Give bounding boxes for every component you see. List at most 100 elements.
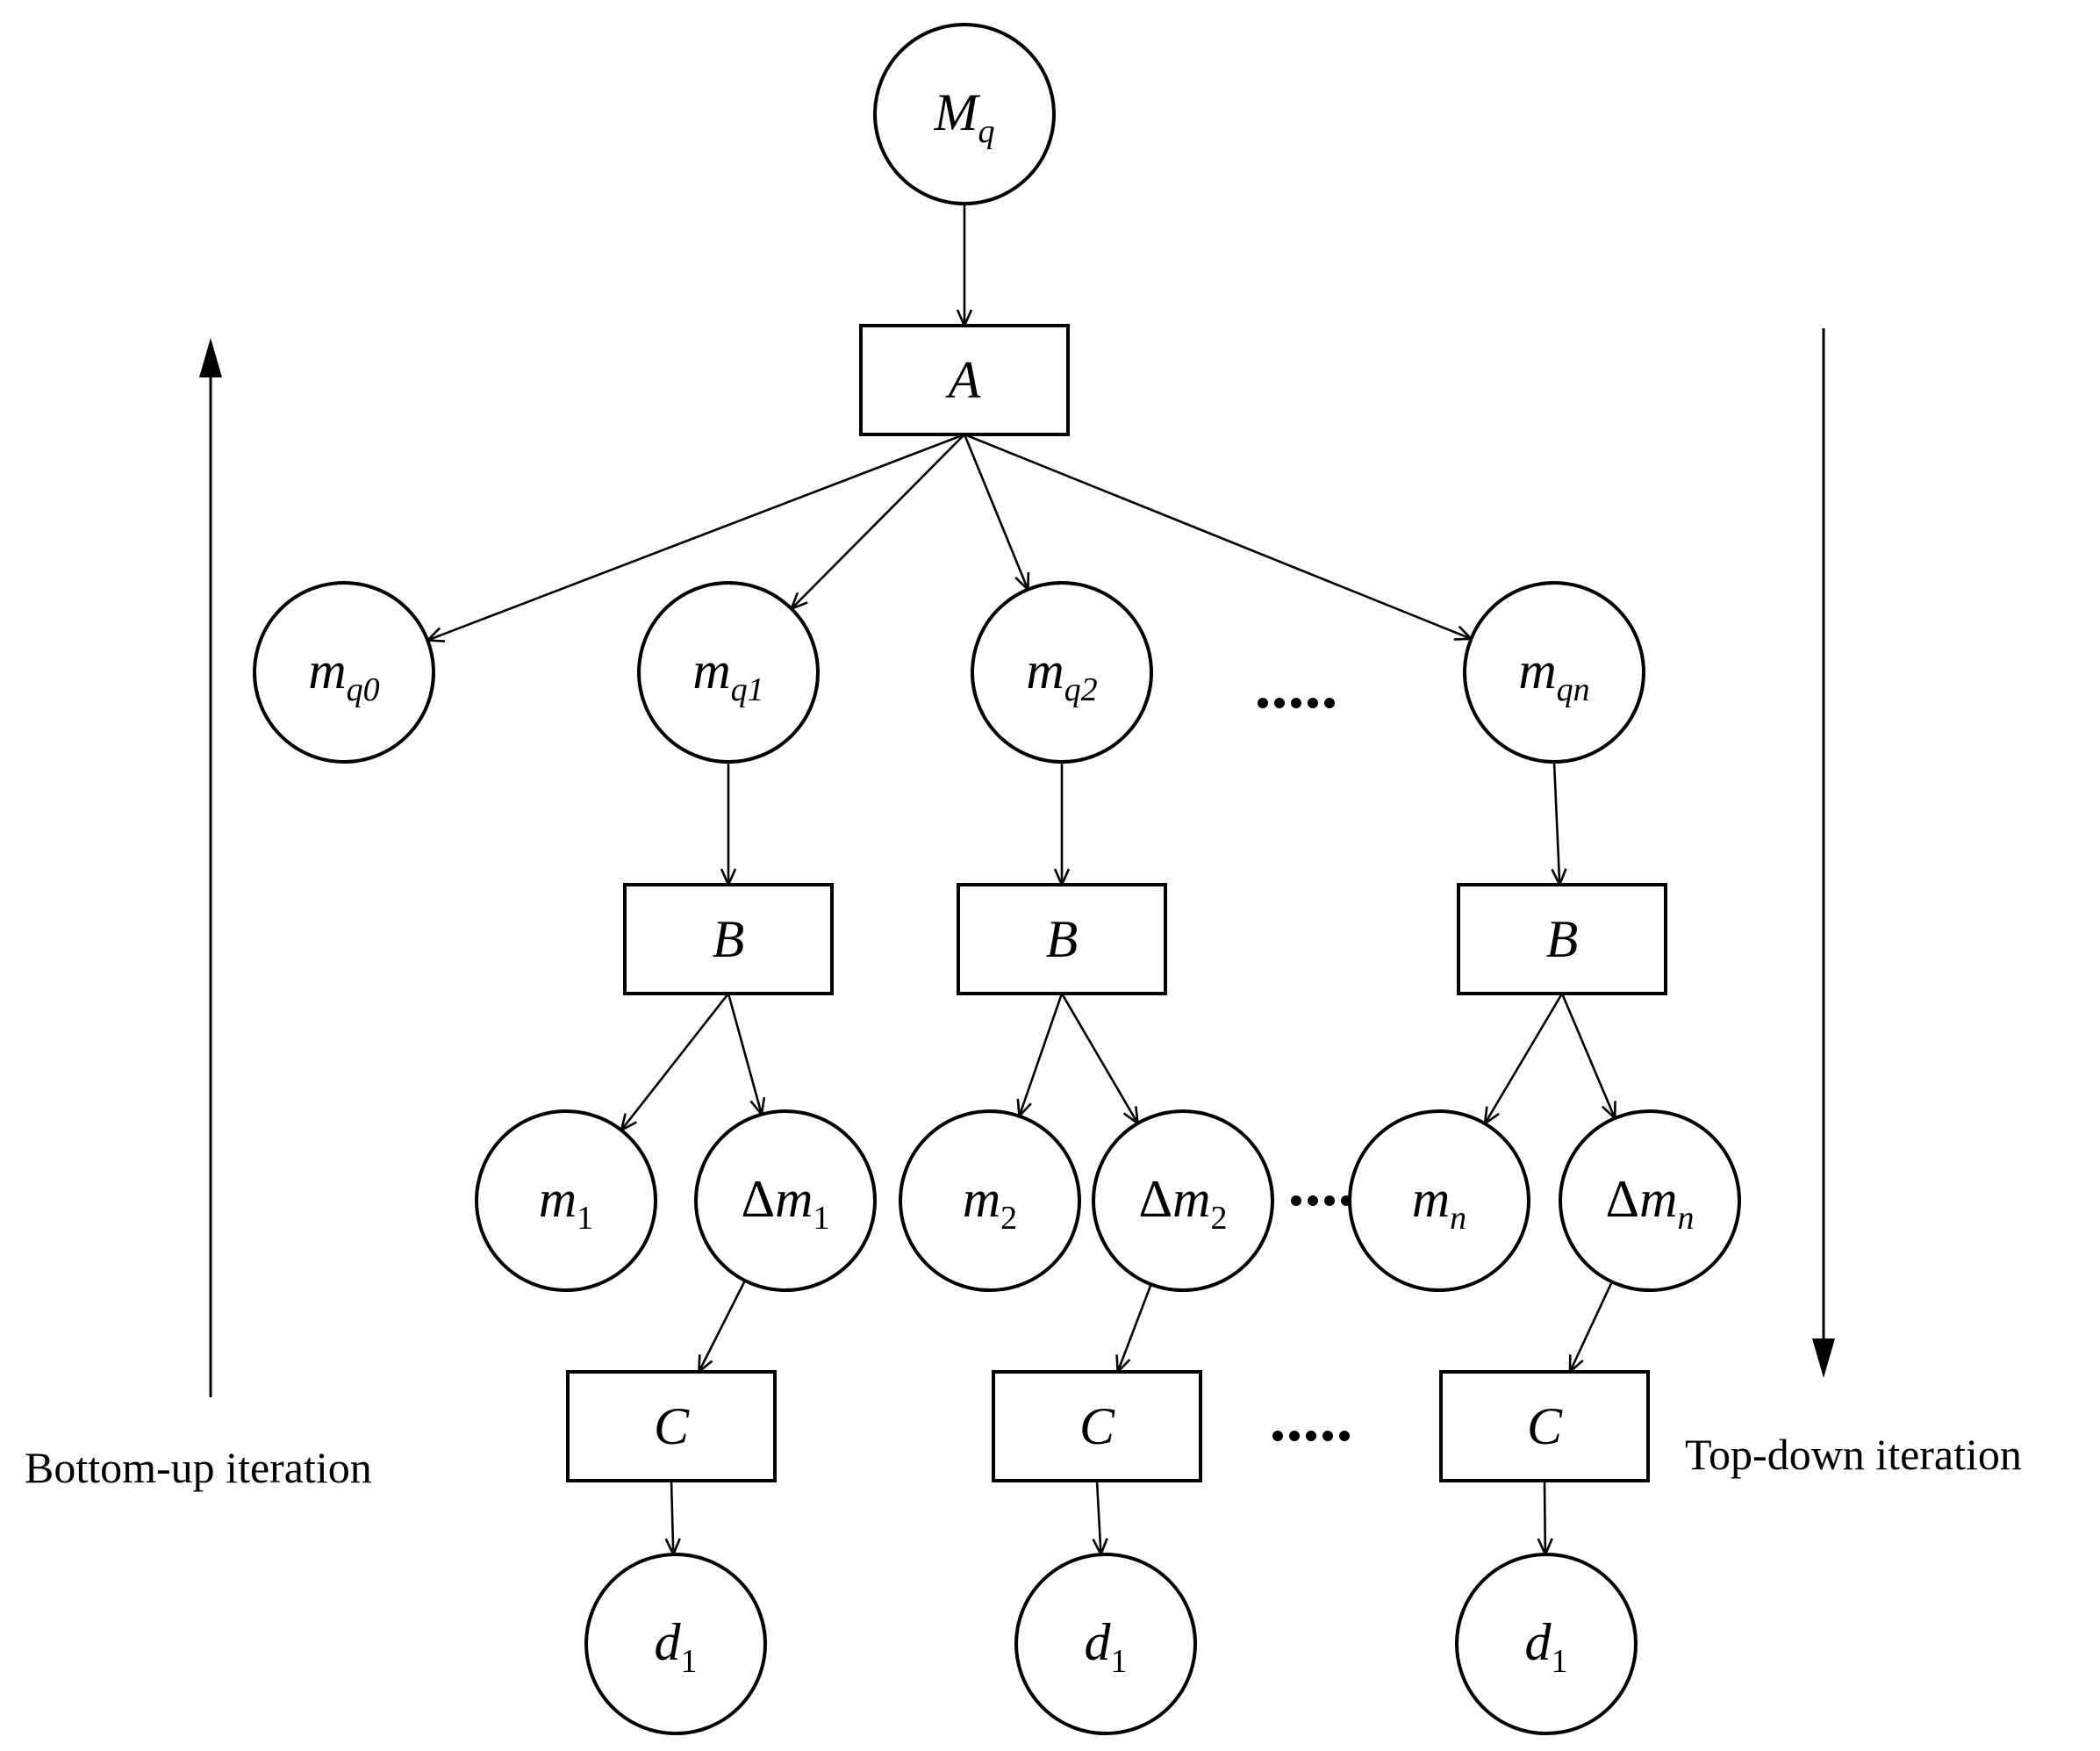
node-label: d1: [1525, 1613, 1568, 1680]
node-label: m1: [539, 1170, 593, 1237]
bottom-up-arrow: [199, 338, 222, 1397]
ellipsis-dot: [1341, 1195, 1351, 1206]
node-label-base: A: [945, 351, 981, 409]
node-d1b: d1: [1014, 1553, 1197, 1735]
node-circle: [694, 1109, 877, 1292]
node-box: [1457, 883, 1667, 995]
node-circle: [1559, 1109, 1741, 1292]
node-label-subscript: q: [978, 113, 994, 150]
node-B1: B: [623, 883, 834, 995]
node-label-subscript: q1: [731, 671, 764, 708]
node-Mq: Mq: [873, 23, 1056, 205]
node-label-base: m: [963, 1170, 1000, 1228]
node-label-subscript: 1: [577, 1200, 593, 1237]
node-label-base: d: [1525, 1613, 1552, 1671]
node-label: A: [945, 351, 981, 409]
edge-dmn-to-Cn: [1570, 1281, 1614, 1372]
node-label-base: m: [1172, 1170, 1210, 1228]
edge-B1-to-m1: [621, 993, 730, 1130]
node-circle: [899, 1109, 1081, 1292]
node-label-subscript: 1: [1552, 1643, 1568, 1680]
node-dmn: Δmn: [1559, 1109, 1741, 1292]
node-label: B: [1546, 910, 1579, 968]
top-down-arrow: [1812, 328, 1835, 1378]
node-label-base: d: [655, 1613, 682, 1671]
arrow-up-icon: [199, 338, 222, 377]
node-m2: m2: [899, 1109, 1081, 1292]
node-label-base: m: [775, 1170, 813, 1228]
node-label: mq0: [308, 642, 379, 708]
node-box: [1439, 1370, 1650, 1482]
edge-dm1-to-C1: [699, 1280, 747, 1372]
node-label-base: m: [308, 642, 346, 700]
edge-C2-to-d1b: [1097, 1480, 1101, 1554]
node-label: mn: [1412, 1170, 1466, 1237]
node-dm2: Δm2: [1092, 1109, 1274, 1292]
node-label-base: m: [692, 642, 730, 700]
node-mq0: mq0: [253, 581, 435, 764]
node-label: Mq: [934, 83, 995, 150]
node-label: C: [1527, 1397, 1563, 1455]
ellipsis-dot: [1272, 1431, 1283, 1441]
node-label-subscript: n: [1450, 1200, 1466, 1237]
ellipsis-dot: [1291, 698, 1301, 708]
edge-dm2-to-C2: [1118, 1283, 1152, 1372]
node-label-subscript: 2: [1000, 1200, 1017, 1237]
node-label-base: m: [1412, 1170, 1450, 1228]
node-label-base: C: [1079, 1397, 1115, 1455]
node-label-base: C: [654, 1397, 690, 1455]
node-label-base: M: [934, 83, 981, 141]
node-label: m2: [963, 1170, 1017, 1237]
edge-mqn-to-Bn: [1554, 761, 1559, 885]
node-circle: [873, 23, 1056, 205]
node-m1: m1: [475, 1109, 657, 1292]
node-mq1: mq1: [637, 581, 820, 764]
node-label-base: m: [1026, 642, 1064, 700]
node-box: [992, 1370, 1202, 1482]
node-label-subscript: 1: [813, 1200, 829, 1237]
node-label-base: m: [1639, 1170, 1677, 1228]
ellipsis-dot: [1339, 1431, 1350, 1441]
edge-Bn-to-dmn: [1560, 993, 1615, 1118]
edge-A-to-mq2: [963, 434, 1028, 590]
node-label: Δm1: [742, 1170, 830, 1237]
node-label: Δm2: [1139, 1170, 1228, 1237]
node-label-subscript: n: [1677, 1200, 1694, 1237]
node-label: d1: [655, 1613, 698, 1680]
node-label-base: d: [1085, 1613, 1112, 1671]
node-circle: [971, 581, 1153, 764]
edges-layer: [427, 204, 1615, 1554]
node-circle: [584, 1553, 767, 1735]
ellipsis-dot: [1308, 1195, 1318, 1206]
ellipsis-dot: [1308, 698, 1318, 708]
ellipsis-dot: [1289, 1431, 1300, 1441]
bottom-up-caption: Bottom-up iteration: [25, 1443, 372, 1492]
node-label-prefix: Δ: [742, 1170, 776, 1228]
ellipsis-dot: [1291, 1195, 1301, 1206]
node-label-subscript: 1: [1111, 1643, 1128, 1680]
top-down-caption: Top-down iteration: [1685, 1430, 2022, 1479]
node-label-subscript: 1: [681, 1643, 698, 1680]
node-label: Δmn: [1606, 1170, 1695, 1237]
node-label: mq2: [1026, 642, 1097, 708]
node-label: C: [654, 1397, 690, 1455]
edge-B2-to-m2: [1019, 993, 1064, 1116]
edge-Bn-to-mn: [1485, 993, 1564, 1123]
node-label-base: C: [1527, 1397, 1563, 1455]
node-circle: [253, 581, 435, 764]
node-circle: [1455, 1553, 1638, 1735]
ellipsis-row-c: [1272, 1431, 1350, 1441]
ellipsis-row-m: [1291, 1195, 1351, 1206]
node-d1a: d1: [584, 1553, 767, 1735]
ellipsis-dot: [1306, 1431, 1316, 1441]
node-circle: [637, 581, 820, 764]
node-d1c: d1: [1455, 1553, 1638, 1735]
node-Cn: C: [1439, 1370, 1650, 1482]
node-label-subscript: qn: [1557, 671, 1590, 708]
ellipsis-dot: [1274, 698, 1285, 708]
node-circle: [1463, 581, 1645, 764]
ellipsis-dot: [1324, 698, 1335, 708]
node-B2: B: [957, 883, 1167, 995]
